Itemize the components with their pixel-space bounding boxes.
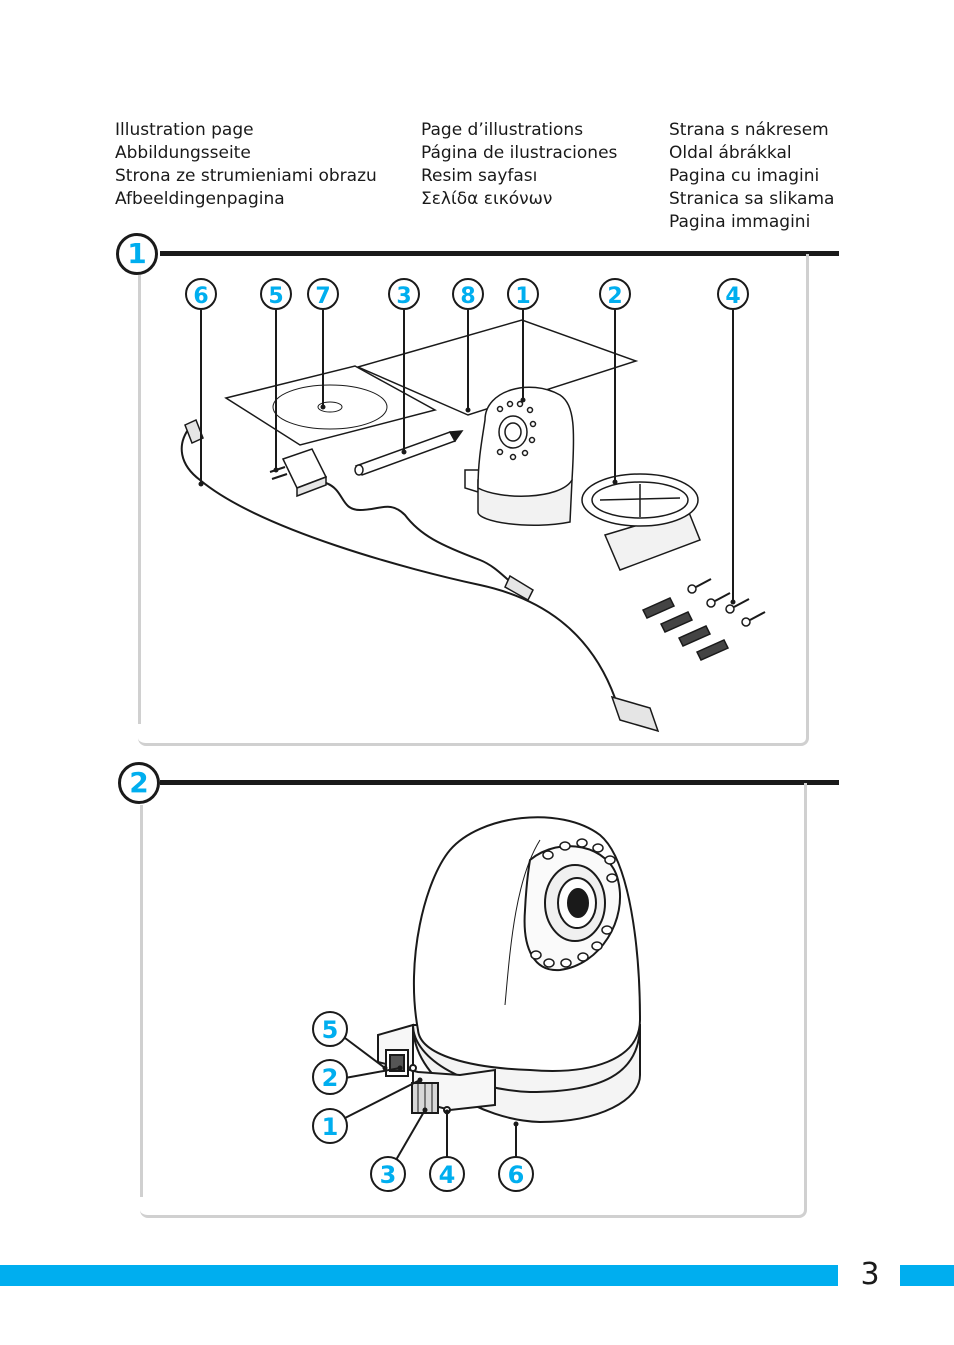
callout-1: 1 xyxy=(312,1108,348,1144)
callout-5: 5 xyxy=(260,278,292,310)
header-line: Oldal ábrákkal xyxy=(669,143,792,163)
figure-1-rule xyxy=(160,251,839,256)
header-line: Strona ze strumieniami obrazu xyxy=(115,166,377,186)
callout-3: 3 xyxy=(388,278,420,310)
callout-6: 6 xyxy=(185,278,217,310)
svg-text:4: 4 xyxy=(725,284,740,309)
svg-text:1: 1 xyxy=(515,284,530,309)
network-plug-right xyxy=(610,695,660,733)
callout-8: 8 xyxy=(452,278,484,310)
svg-text:4: 4 xyxy=(439,1161,456,1189)
svg-text:1: 1 xyxy=(322,1113,339,1141)
wall-plugs xyxy=(641,597,730,661)
header-column-1: Illustration page Abbildungsseite Strona… xyxy=(115,119,377,211)
header-column-3: Strana s nákresem Oldal ábrákkal Pagina … xyxy=(669,119,834,234)
header-line: Pagina immagini xyxy=(669,212,811,232)
svg-text:6: 6 xyxy=(508,1161,525,1189)
svg-text:5: 5 xyxy=(322,1016,339,1044)
svg-text:7: 7 xyxy=(315,284,330,309)
camera-small xyxy=(464,386,575,527)
callout-4: 4 xyxy=(717,278,749,310)
header-line: Strana s nákresem xyxy=(669,120,829,140)
screws xyxy=(687,578,766,627)
figure-1-frame xyxy=(138,254,809,746)
header-line: Pagina cu imagini xyxy=(669,166,820,186)
power-cable xyxy=(325,482,513,584)
svg-text:2: 2 xyxy=(322,1064,339,1092)
figure-2-badge: 2 xyxy=(118,762,160,804)
header-line: Page d’illustrations xyxy=(421,120,584,140)
figure-1-badge: 1 xyxy=(116,233,158,275)
figure-1-leader-dots xyxy=(198,397,736,605)
figure-2-frame-left xyxy=(140,805,143,1197)
svg-text:2: 2 xyxy=(607,284,622,309)
callout-4: 4 xyxy=(429,1156,465,1192)
callout-5: 5 xyxy=(312,1011,348,1047)
svg-text:3: 3 xyxy=(380,1161,397,1189)
figure-1-callouts: 6 5 7 3 8 1 2 4 xyxy=(185,278,749,310)
header-column-2: Page d’illustrations Página de ilustraci… xyxy=(421,119,617,211)
power-adapter xyxy=(269,448,328,498)
figure-2-frame xyxy=(140,783,807,1218)
header-line: Afbeeldingenpagina xyxy=(115,189,285,209)
callout-3: 3 xyxy=(370,1156,406,1192)
svg-text:5: 5 xyxy=(268,284,283,309)
figure-2-callouts: 5 2 1 3 4 6 xyxy=(312,1011,534,1192)
figure-1-leaders xyxy=(200,310,734,602)
svg-text:6: 6 xyxy=(193,284,208,309)
wall-mount xyxy=(581,473,701,571)
header-line: Illustration page xyxy=(115,120,254,140)
camera-large xyxy=(377,816,642,1124)
footer-bar-left xyxy=(0,1265,838,1286)
cd-disc xyxy=(272,384,388,430)
callout-2: 2 xyxy=(599,278,631,310)
header-line: Σελίδα εικόνων xyxy=(421,189,553,209)
svg-text:8: 8 xyxy=(460,284,475,309)
page-number: 3 xyxy=(860,1257,880,1292)
figure-2-leaders xyxy=(344,1037,517,1161)
callout-6: 6 xyxy=(498,1156,534,1192)
figure-2-leader-dots xyxy=(382,1065,519,1127)
header-line: Página de ilustraciones xyxy=(421,143,618,163)
network-plug-left xyxy=(184,418,204,445)
figure-1-frame-left xyxy=(138,274,141,724)
network-cable xyxy=(180,426,616,699)
header-line: Stranica sa slikama xyxy=(669,189,835,209)
callout-7: 7 xyxy=(307,278,339,310)
callout-2: 2 xyxy=(312,1059,348,1095)
callout-1: 1 xyxy=(507,278,539,310)
header-line: Abbildungsseite xyxy=(115,143,251,163)
header-line: Resim sayfası xyxy=(421,166,538,186)
figure-2-rule xyxy=(160,780,839,785)
svg-text:3: 3 xyxy=(396,284,411,309)
footer-bar-right xyxy=(900,1265,954,1286)
